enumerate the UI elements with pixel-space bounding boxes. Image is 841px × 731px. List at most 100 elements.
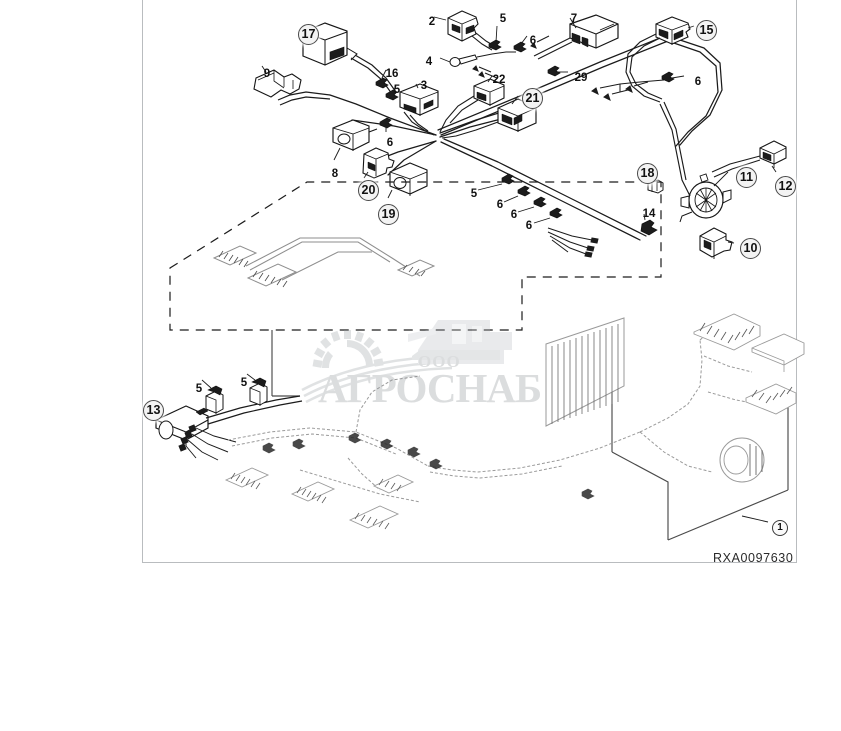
- leader-15: [687, 25, 695, 29]
- leader-7: [569, 17, 577, 29]
- ghost-connector-b: [246, 263, 298, 288]
- callout-5-clip-top[interactable]: 5: [499, 13, 507, 25]
- ghost-harness-upper: [245, 237, 421, 281]
- connector-4: [449, 54, 478, 67]
- branch-relay-17: [350, 54, 397, 95]
- callout-17-relay[interactable]: 17: [298, 24, 319, 45]
- branch-connector-15: [625, 33, 663, 103]
- callout-18-grommet[interactable]: 18: [637, 163, 658, 184]
- callout-14-tie[interactable]: 14: [642, 208, 656, 220]
- tie-14: [640, 219, 658, 236]
- callout-13-connector[interactable]: 13: [143, 400, 164, 421]
- leader-19: [387, 189, 393, 199]
- ghost-ties-lower: [262, 432, 595, 500]
- ghost-conn-lower-2: [290, 481, 336, 504]
- callout-6-tie-row-b[interactable]: 6: [510, 209, 518, 221]
- cab-floor-outline-dashed: [169, 181, 662, 331]
- callout-5-clip-lower-a[interactable]: 5: [195, 383, 203, 395]
- clip-5-lower-b: [249, 377, 268, 406]
- callout-5-clip-left[interactable]: 5: [393, 84, 401, 96]
- callout-8-connector[interactable]: 8: [331, 168, 339, 180]
- leader-22: [487, 75, 493, 83]
- leader-5-lower-b: [246, 373, 256, 381]
- blower-motor-11: [679, 173, 732, 223]
- leader-20: [363, 171, 369, 179]
- leader-8: [333, 147, 341, 161]
- connector-13: [155, 405, 209, 446]
- ghost-relay-right: [745, 383, 797, 415]
- connector-8: [332, 119, 378, 151]
- pigtail-fan-right: [591, 79, 665, 101]
- callout-4-connector[interactable]: 4: [425, 56, 433, 68]
- leader-16: [381, 69, 387, 79]
- leader-1: [741, 515, 769, 523]
- pigtail-leads-a: [472, 65, 498, 79]
- callout-20-connector[interactable]: 20: [358, 180, 379, 201]
- connector-9: [253, 69, 302, 98]
- ghost-fusebox-right: [751, 333, 805, 372]
- leader-12: [771, 165, 777, 173]
- branch-connector-22: [439, 95, 479, 133]
- callout-6-tie-row-c[interactable]: 6: [525, 220, 533, 232]
- connector-20: [362, 147, 395, 179]
- branch-connector-4: [476, 51, 516, 58]
- callout-29-tie[interactable]: 29: [574, 72, 588, 84]
- callout-22-connector[interactable]: 22: [492, 74, 506, 86]
- motor-10: [699, 227, 733, 259]
- leader-14: [643, 213, 646, 221]
- callout-11-blower[interactable]: 11: [736, 167, 757, 188]
- pigtail-fan-bottom: [547, 227, 599, 258]
- ghost-conn-lower-4: [372, 474, 415, 494]
- callout-9-connector[interactable]: 9: [263, 68, 271, 80]
- ghost-fusebox-top: [693, 313, 761, 351]
- callout-5-clip-lower-b[interactable]: 5: [240, 377, 248, 389]
- connector-19: [389, 162, 428, 196]
- callout-6-tie-top[interactable]: 6: [529, 35, 537, 47]
- callout-16-clip[interactable]: 16: [385, 68, 399, 80]
- callout-6-tie-center[interactable]: 6: [386, 137, 394, 149]
- connector-15: [655, 16, 691, 45]
- ghost-conn-lower-1: [224, 467, 270, 490]
- cab-outline-lower: [271, 330, 789, 541]
- leader-10: [727, 241, 735, 244]
- leader-6-top: [520, 35, 528, 45]
- callout-7-control-unit[interactable]: 7: [570, 13, 578, 25]
- leader-5-left: [391, 85, 397, 95]
- ghost-connector-c: [396, 259, 436, 277]
- leader-6-right: [671, 75, 685, 79]
- callout-2-connector[interactable]: 2: [428, 16, 436, 28]
- tie-row-leaders: [477, 183, 551, 224]
- leader-3: [415, 83, 419, 89]
- connector-12: [759, 140, 787, 168]
- leader-5-lower-a: [201, 379, 212, 389]
- branch-control-unit: [533, 37, 573, 60]
- control-unit-7: [569, 14, 619, 49]
- leader-9: [261, 65, 267, 73]
- callout-15-connector[interactable]: 15: [696, 20, 717, 41]
- callout-5-clip-mid[interactable]: 5: [470, 188, 478, 200]
- leader-2: [433, 16, 447, 21]
- branch-to-blower: [659, 101, 691, 197]
- callout-12-connector[interactable]: 12: [775, 176, 796, 197]
- branch-connector-3: [403, 111, 435, 136]
- connector-2: [447, 10, 479, 42]
- grommet-18: [647, 179, 664, 194]
- ghost-conn-lower-3: [348, 505, 400, 530]
- callout-6-tie-row-a[interactable]: 6: [496, 199, 504, 211]
- callout-3-connector[interactable]: 3: [420, 80, 428, 92]
- tie-29: [547, 65, 561, 77]
- ghost-cooler-block: [545, 317, 625, 427]
- leader-4: [439, 57, 451, 63]
- callout-1-cab-frame[interactable]: 1: [772, 520, 788, 536]
- tie-6-top: [513, 41, 527, 53]
- clip-5-lower-a: [205, 385, 224, 414]
- pigtail-leads-b: [530, 35, 550, 49]
- callout-10-motor[interactable]: 10: [740, 238, 761, 259]
- callout-21-connector[interactable]: 21: [522, 88, 543, 109]
- clip-5-top: [488, 39, 502, 51]
- callout-6-tie-right[interactable]: 6: [694, 76, 702, 88]
- callout-19-connector[interactable]: 19: [378, 204, 399, 225]
- drawing-number-label: RXA0097630: [713, 551, 794, 565]
